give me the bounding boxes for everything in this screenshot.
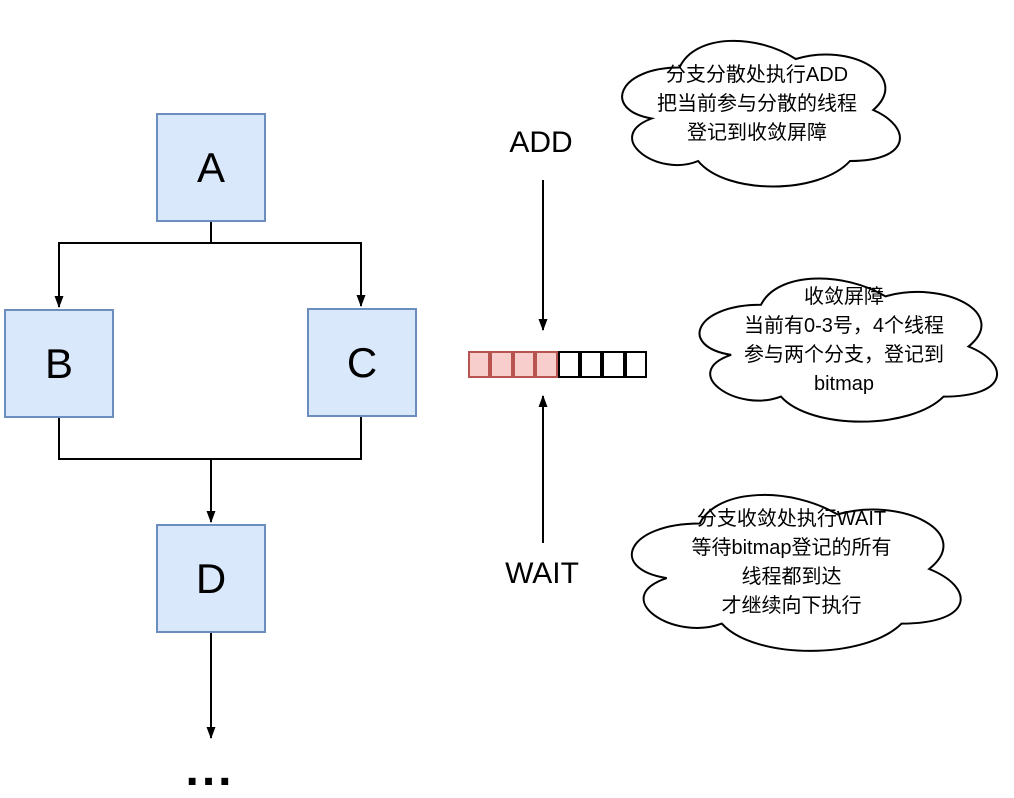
note-line: 才继续向下执行: [721, 595, 862, 617]
cloud-wait-note: 分支收敛处执行WAIT 等待bitmap登记的所有 线程都到达 才继续向下执行: [608, 478, 975, 660]
note-line: 线程都到达: [741, 566, 842, 588]
note-line: 收敛屏障: [804, 285, 884, 308]
bitmap-cell-2: [512, 351, 536, 378]
note-line: 把当前参与分散的线程: [657, 92, 857, 115]
note-line: 参与两个分支，登记到: [744, 343, 944, 366]
cloud-shape: [608, 478, 975, 660]
node-c-label: C: [346, 338, 378, 386]
note-line: 当前有0-3号，4个线程: [743, 314, 945, 337]
node-b: B: [4, 309, 114, 418]
cloud-barrier-note-text: 收敛屏障 当前有0-3号，4个线程 参与两个分支，登记到 bitmap: [678, 263, 1010, 430]
bitmap-cell-7: [624, 351, 647, 378]
bitmap-cell-1: [490, 351, 513, 378]
continuation-ellipsis: ...: [185, 743, 235, 796]
bitmap-cell-4: [557, 351, 580, 378]
bitmap-cell-0: [468, 351, 491, 378]
node-c: C: [307, 308, 417, 417]
note-line: 登记到收敛屏障: [687, 121, 827, 144]
note-line: 分支收敛处执行WAIT: [696, 508, 887, 530]
node-d: D: [156, 524, 266, 633]
cloud-shape: [678, 263, 1010, 430]
node-b-label: B: [44, 339, 73, 387]
wait-op-label: WAIT: [505, 557, 579, 590]
note-line: bitmap: [813, 372, 875, 395]
cloud-outline: [632, 495, 961, 651]
note-line: 分支分散处执行ADD: [665, 63, 849, 86]
cloud-barrier-note: 收敛屏障 当前有0-3号，4个线程 参与两个分支，登记到 bitmap: [678, 263, 1010, 430]
add-op-label: ADD: [509, 126, 573, 159]
barrier-bitmap: [468, 351, 647, 378]
cloud-wait-note-text: 分支收敛处执行WAIT 等待bitmap登记的所有 线程都到达 才继续向下执行: [608, 478, 975, 660]
cloud-outline: [622, 41, 900, 187]
cloud-shape: [602, 25, 912, 195]
cloud-add-note-text: 分支分散处执行ADD 把当前参与分散的线程 登记到收敛屏障: [602, 25, 912, 195]
cloud-outline: [700, 279, 997, 422]
node-d-label: D: [195, 554, 227, 602]
note-line: 等待bitmap登记的所有: [691, 537, 892, 559]
node-a: A: [156, 113, 266, 222]
bitmap-cell-3: [535, 351, 558, 378]
cloud-add-note: 分支分散处执行ADD 把当前参与分散的线程 登记到收敛屏障: [602, 25, 912, 195]
bitmap-cell-6: [602, 351, 625, 378]
node-a-label: A: [196, 143, 225, 191]
bitmap-cell-5: [579, 351, 603, 378]
